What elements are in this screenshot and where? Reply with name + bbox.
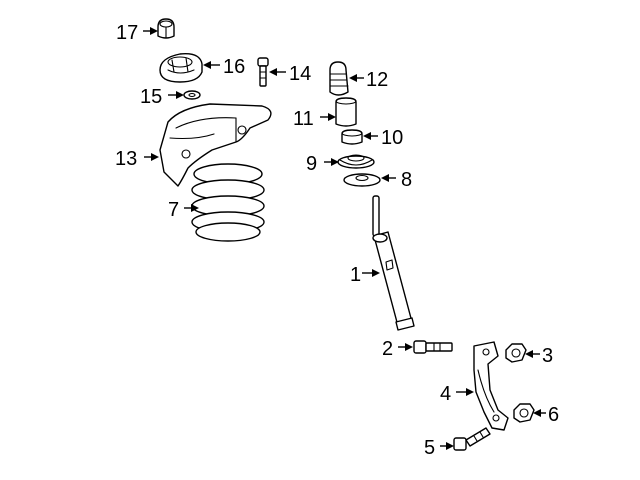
callout-4: 4 <box>440 383 474 405</box>
callout-label-13: 13 <box>115 148 137 170</box>
callout-label-6: 6 <box>548 404 559 426</box>
part-13-upper-mount <box>159 103 272 187</box>
part-17-nut <box>157 18 175 39</box>
callout-11: 11 <box>293 108 336 130</box>
part-11-dust-boot <box>335 97 357 127</box>
part-6-nut <box>513 403 535 423</box>
part-4-bracket <box>473 341 509 431</box>
callout-label-3: 3 <box>542 345 553 367</box>
callout-label-14: 14 <box>289 63 311 85</box>
callout-5: 5 <box>424 437 454 459</box>
callout-label-8: 8 <box>401 169 412 191</box>
arrowhead-5 <box>446 442 454 450</box>
callout-10: 10 <box>363 127 403 149</box>
callout-label-10: 10 <box>381 127 403 149</box>
callout-9: 9 <box>306 153 339 175</box>
callout-label-5: 5 <box>424 437 435 459</box>
callout-8: 8 <box>381 169 412 191</box>
part-12-bump-stop <box>329 61 349 96</box>
part-5-bolt <box>453 427 491 451</box>
callout-14: 14 <box>269 63 311 85</box>
callout-label-11: 11 <box>293 108 314 130</box>
part-10-bearing <box>341 129 363 145</box>
arrowhead-1 <box>372 269 380 277</box>
part-9-spring-seat <box>337 154 375 169</box>
callout-6: 6 <box>533 404 559 426</box>
callout-label-9: 9 <box>306 153 317 175</box>
callout-12: 12 <box>349 69 388 91</box>
arrowhead-15 <box>176 91 184 99</box>
arrowhead-7 <box>191 204 199 212</box>
part-1-strut <box>372 195 415 331</box>
arrowhead-6 <box>533 409 541 417</box>
callout-label-12: 12 <box>366 69 388 91</box>
arrowhead-9 <box>331 158 339 166</box>
arrowhead-10 <box>363 132 371 140</box>
part-2-bolt <box>413 340 453 354</box>
arrowhead-3 <box>525 350 533 358</box>
callout-label-1: 1 <box>350 264 361 286</box>
arrowhead-17 <box>150 27 158 35</box>
callout-label-4: 4 <box>440 383 451 405</box>
callout-3: 3 <box>525 345 553 367</box>
callout-label-7: 7 <box>168 199 179 221</box>
arrowhead-8 <box>381 174 389 182</box>
part-15-washer <box>183 90 201 100</box>
callout-1: 1 <box>350 264 380 286</box>
callout-7: 7 <box>168 199 199 221</box>
arrowhead-14 <box>269 68 277 76</box>
callout-label-15: 15 <box>140 86 162 108</box>
arrowhead-16 <box>203 61 211 69</box>
arrowhead-12 <box>349 74 357 82</box>
arrowhead-13 <box>151 153 159 161</box>
part-14-bolt <box>257 57 269 87</box>
part-7-coil-spring <box>191 163 265 242</box>
callout-2: 2 <box>382 338 413 360</box>
part-8-isolator <box>343 173 381 187</box>
callout-13: 13 <box>115 148 159 170</box>
callout-15: 15 <box>140 86 184 108</box>
part-3-nut <box>505 343 527 363</box>
callout-label-17: 17 <box>116 22 138 44</box>
callout-label-16: 16 <box>223 56 245 78</box>
callout-16: 16 <box>203 56 245 78</box>
callout-17: 17 <box>116 22 158 44</box>
arrowhead-11 <box>328 113 336 121</box>
callout-label-2: 2 <box>382 338 393 360</box>
part-16-strut-mount <box>159 53 203 83</box>
arrowhead-4 <box>466 388 474 396</box>
arrowhead-2 <box>405 343 413 351</box>
